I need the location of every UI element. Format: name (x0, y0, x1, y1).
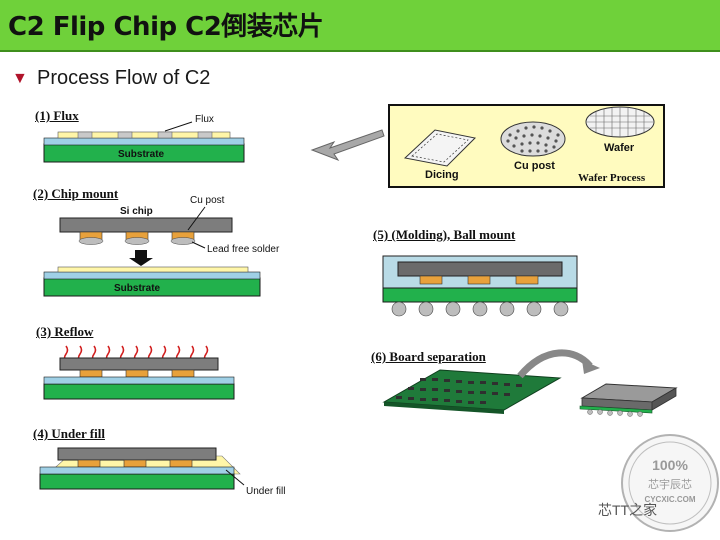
cu-post-wafer-icon (500, 121, 566, 157)
underfill-callout: Under fill (246, 486, 286, 497)
step-chip-mount-label: (2) Chip mount (33, 186, 119, 201)
dicing-label: Dicing (425, 169, 459, 181)
step-molding-drawing (382, 255, 578, 317)
wechat-watermark: 芯TT之家 (598, 502, 658, 518)
section-subtitle: Process Flow of C2 (37, 67, 211, 89)
cu-post-callout: Cu post (190, 195, 225, 206)
cu-post-wafer-label: Cu post (514, 160, 555, 172)
step-reflow-drawing (43, 345, 235, 400)
step-reflow-label: (3) Reflow (36, 324, 94, 339)
watermark-percent: 100% (652, 457, 688, 473)
step-flux-drawing (43, 121, 245, 163)
wafer-label: Wafer (604, 142, 635, 154)
substrate-label-1: Substrate (118, 149, 165, 160)
wafer-to-flux-arrow (310, 129, 385, 162)
solder-callout: Lead free solder (207, 244, 280, 255)
wafer-process-panel (388, 104, 665, 188)
step-underfill-label: (4) Under fill (33, 426, 105, 441)
step-flux-label: (1) Flux (35, 108, 79, 123)
step-underfill-drawing (39, 447, 245, 490)
step-molding-label: (5) (Molding), Ball mount (373, 227, 516, 242)
triangle-bullet-icon: ▼ (12, 70, 28, 87)
step-separation-label: (6) Board separation (371, 349, 486, 364)
substrate-label-2: Substrate (114, 283, 161, 294)
si-chip-label: Si chip (120, 206, 153, 217)
dicing-frame-icon (403, 129, 477, 167)
flux-callout: Flux (195, 114, 214, 125)
wafer-icon (585, 106, 655, 138)
header-bar: C2 Flip Chip C2倒装芯片 (0, 0, 720, 52)
step-chip-mount-drawing (43, 206, 261, 297)
wafer-process-title: Wafer Process (578, 172, 646, 184)
page-title: C2 Flip Chip C2倒装芯片 (8, 12, 324, 42)
watermark-brand: 芯宇辰芯 (648, 477, 692, 491)
step-separation-drawing (382, 349, 678, 417)
watermark-url: CYCXIC.COM (644, 495, 695, 504)
watermark-seal-icon: 100% 芯宇辰芯 CYCXIC.COM (621, 434, 719, 532)
